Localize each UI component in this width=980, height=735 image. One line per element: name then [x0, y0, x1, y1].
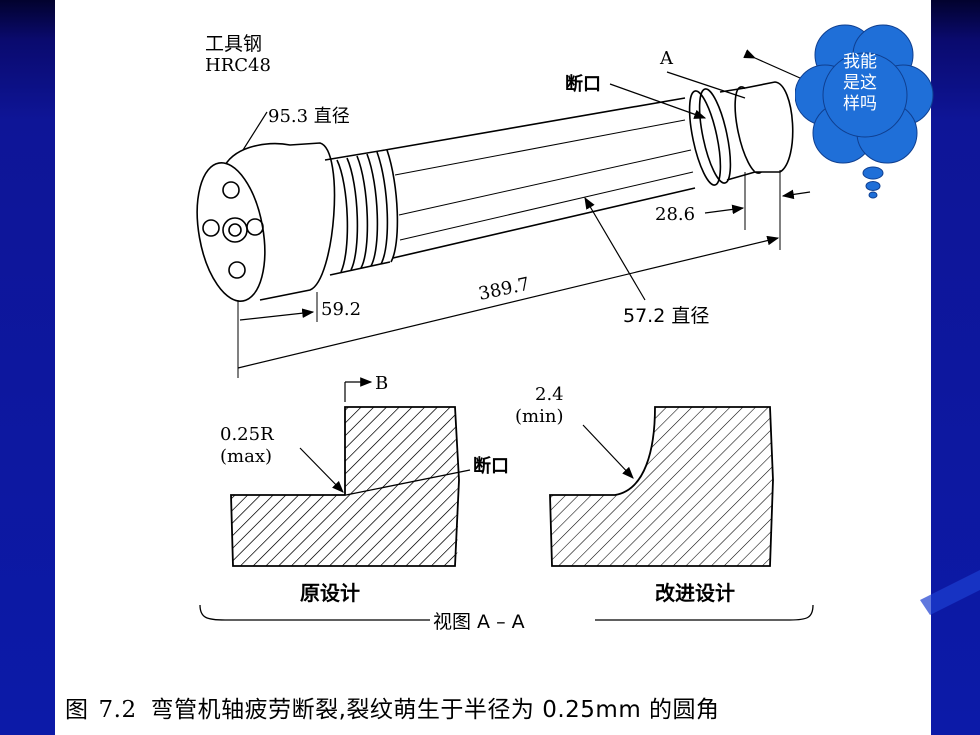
original-radius-note: (max)	[220, 446, 272, 467]
total-length-dimension: 389.7	[477, 274, 532, 305]
original-radius-leader	[299, 447, 344, 493]
fracture-top-leader	[609, 83, 707, 119]
thought-cloud-callout	[795, 24, 934, 199]
shaft-diameter-dimension: 57.2 直径	[623, 305, 709, 327]
view-label: 视图 A – A	[433, 611, 525, 633]
improved-design-section	[549, 406, 774, 567]
end-length-arrow-right	[781, 189, 811, 200]
original-design-label: 原设计	[300, 581, 360, 605]
original-radius-value: 0.25R	[220, 424, 274, 445]
caption-number: 7.2	[98, 697, 137, 723]
fracture-label-top: 断口	[565, 73, 601, 95]
improved-design-label: 改进设计	[655, 581, 735, 605]
total-length-line	[237, 235, 780, 369]
head-diameter-dimension: 95.3 直径	[268, 106, 350, 127]
callout-line-3: 样吗	[843, 94, 877, 114]
callout-line-2: 是这	[843, 73, 877, 93]
caption-prefix: 图	[65, 697, 89, 723]
improved-radius-note: (min)	[515, 406, 563, 427]
head-diameter-leader	[242, 111, 268, 151]
end-length-arrow-left	[704, 204, 745, 215]
slide-content-panel: 工具钢 HRC48 95.3 直径	[55, 0, 931, 735]
section-a-line	[666, 71, 746, 99]
improved-radius-value: 2.4	[535, 384, 564, 405]
view-brace	[199, 604, 814, 621]
head-length-arrow	[239, 308, 315, 321]
end-length-dimension: 28.6	[655, 204, 695, 225]
callout-text: 我能 是这 样吗	[820, 52, 900, 115]
improved-radius-leader	[582, 424, 634, 479]
figure-caption: 图 7.2 弯管机轴疲劳断裂,裂纹萌生于半径为 0.25mm 的圆角	[65, 690, 931, 724]
shaft-drawing: 工具钢 HRC48 95.3 直径	[196, 33, 814, 633]
material-label: 工具钢	[205, 33, 262, 55]
hardness-label: HRC48	[205, 55, 271, 76]
head-length-dimension: 59.2	[321, 299, 361, 320]
fracture-label-detail: 断口	[473, 455, 509, 477]
background-decoration	[920, 570, 980, 615]
original-design-section	[230, 406, 471, 567]
callout-line-1: 我能	[843, 52, 877, 72]
caption-text: 弯管机轴疲劳断裂,裂纹萌生于半径为 0.25mm 的圆角	[150, 697, 720, 723]
section-b-label: B	[375, 373, 388, 394]
section-a-label: A	[659, 48, 674, 69]
shaft-diameter-leader	[584, 196, 646, 301]
shaft-body	[196, 81, 794, 302]
section-a-arrow	[743, 49, 801, 79]
